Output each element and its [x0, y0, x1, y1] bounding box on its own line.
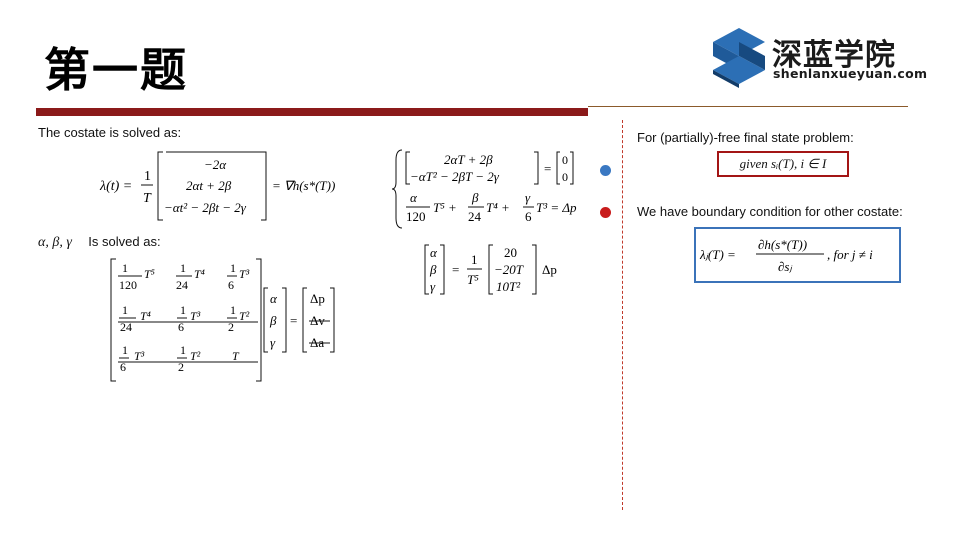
svg-text:T²: T²: [190, 349, 201, 363]
svg-text:1: 1: [180, 343, 186, 357]
svg-text:−αT² − 2βT − 2γ: −αT² − 2βT − 2γ: [410, 169, 500, 184]
red-marker-dot: [600, 207, 611, 218]
svg-text:γ: γ: [525, 190, 531, 205]
svg-text:∂sⱼ: ∂sⱼ: [778, 259, 792, 274]
svg-text:24: 24: [120, 320, 132, 334]
shenlan-s-logo-icon: [713, 28, 765, 88]
logo-text-en: shenlanxueyuan.com: [773, 66, 928, 81]
svg-text:T⁴: T⁴: [194, 267, 205, 281]
svg-text:6: 6: [120, 360, 126, 374]
svg-text:1: 1: [122, 261, 128, 275]
svg-text:24: 24: [468, 209, 482, 224]
svg-text:β: β: [471, 190, 479, 205]
svg-text:=: =: [290, 313, 297, 328]
svg-text:1: 1: [230, 303, 236, 317]
svg-text:2: 2: [178, 360, 184, 374]
svg-text:T⁴ +: T⁴ +: [486, 200, 510, 215]
column-divider: [622, 120, 623, 510]
svg-text:T⁵: T⁵: [467, 272, 479, 287]
svg-text:1: 1: [144, 169, 151, 184]
abg-symbols: α, β, γ: [38, 235, 72, 250]
lambda-condition-box: λⱼ(T) = ∂h(s*(T)) ∂sⱼ , for j ≠ i: [694, 227, 901, 283]
svg-text:λ(t) =: λ(t) =: [99, 179, 132, 194]
partial-free-text: For (partially)-free final state problem…: [637, 130, 854, 145]
svg-text:=: =: [452, 262, 459, 277]
svg-text:−2α: −2α: [204, 157, 227, 172]
costate-equation: λ(t) = 1 T −2α 2αt + 2β −αt² − 2βt − 2γ …: [99, 151, 335, 221]
svg-text:−αt² − 2βt − 2γ: −αt² − 2βt − 2γ: [164, 200, 247, 215]
system-equations: 2αT + 2β −αT² − 2βT − 2γ = 0 0 α 120 T⁵ …: [392, 149, 577, 229]
svg-text:T⁵: T⁵: [144, 267, 155, 281]
svg-text:1: 1: [122, 303, 128, 317]
svg-text:α: α: [410, 190, 418, 205]
svg-text:Δp: Δp: [542, 262, 557, 277]
svg-text:1: 1: [471, 252, 478, 267]
svg-text:, for j ≠ i: , for j ≠ i: [827, 247, 873, 262]
svg-text:2: 2: [228, 320, 234, 334]
slide-title: 第一题: [44, 43, 188, 97]
svg-text:T: T: [143, 191, 152, 206]
svg-text:1: 1: [122, 343, 128, 357]
brand-logo: [711, 26, 911, 88]
abg-line: α, β, γ Is solved as:: [38, 233, 161, 251]
svg-text:20: 20: [504, 245, 517, 260]
svg-text:120: 120: [119, 278, 137, 292]
boundary-text: We have boundary condition for other cos…: [637, 204, 903, 219]
svg-text:Δp: Δp: [310, 291, 325, 306]
svg-text:= ∇h(s*(T)): = ∇h(s*(T)): [272, 178, 335, 193]
svg-text:6: 6: [525, 209, 532, 224]
solution-vector: α β γ = 1 T⁵ 20 −20T 10T² Δp: [424, 244, 557, 295]
blue-marker-dot: [600, 165, 611, 176]
svg-text:0: 0: [562, 153, 568, 167]
header-rule: [36, 108, 588, 116]
svg-text:T³: T³: [239, 267, 250, 281]
svg-text:T⁵ +: T⁵ +: [433, 200, 457, 215]
svg-text:10T²: 10T²: [496, 279, 521, 294]
svg-text:24: 24: [176, 278, 188, 292]
svg-text:0: 0: [562, 170, 568, 184]
svg-text:1: 1: [180, 303, 186, 317]
svg-text:α: α: [430, 245, 438, 260]
svg-text:T³: T³: [134, 349, 145, 363]
svg-text:−20T: −20T: [494, 262, 524, 277]
header-rule-thin: [588, 106, 908, 107]
svg-text:γ: γ: [430, 279, 436, 294]
logo-text-cn: 深蓝学院: [772, 38, 896, 73]
svg-text:β: β: [269, 313, 277, 328]
svg-text:1: 1: [180, 261, 186, 275]
svg-text:β: β: [429, 262, 437, 277]
svg-text:1: 1: [230, 261, 236, 275]
given-condition-box: given sᵢ(T), i ∈ I: [717, 151, 849, 177]
svg-text:2αt + 2β: 2αt + 2β: [186, 178, 232, 193]
svg-text:α: α: [270, 291, 278, 306]
svg-text:T: T: [232, 349, 240, 363]
svg-text:6: 6: [228, 278, 234, 292]
costate-intro: The costate is solved as:: [38, 125, 182, 140]
svg-text:T²: T²: [239, 309, 250, 323]
svg-text:6: 6: [178, 320, 184, 334]
svg-text:γ: γ: [270, 335, 276, 350]
svg-text:T³ = Δp: T³ = Δp: [536, 200, 577, 215]
svg-text:λⱼ(T) =: λⱼ(T) =: [699, 247, 736, 262]
svg-text:∂h(s*(T)): ∂h(s*(T)): [758, 237, 807, 252]
svg-text:2αT + 2β: 2αT + 2β: [444, 152, 493, 167]
svg-text:T⁴: T⁴: [140, 309, 151, 323]
svg-text:120: 120: [406, 209, 426, 224]
svg-text:T³: T³: [190, 309, 201, 323]
svg-text:=: =: [544, 161, 551, 176]
abg-suffix: Is solved as:: [88, 234, 161, 249]
